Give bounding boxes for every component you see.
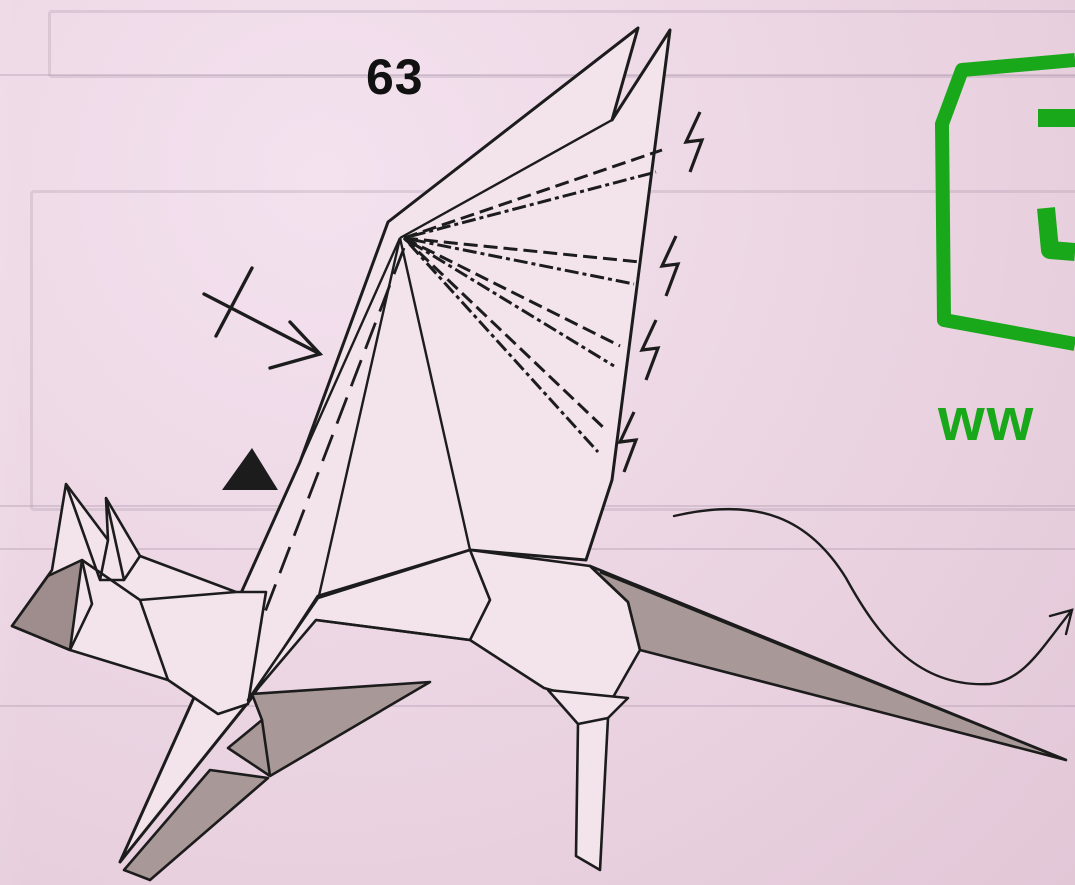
fold-arrow-icon bbox=[204, 268, 320, 368]
watermark-logo-icon bbox=[942, 60, 1075, 344]
fox-head bbox=[12, 484, 266, 714]
watermark-text: ww bbox=[938, 390, 1035, 450]
hind-leg bbox=[548, 690, 628, 870]
triangle-icon bbox=[222, 448, 278, 490]
tail bbox=[590, 566, 1066, 760]
